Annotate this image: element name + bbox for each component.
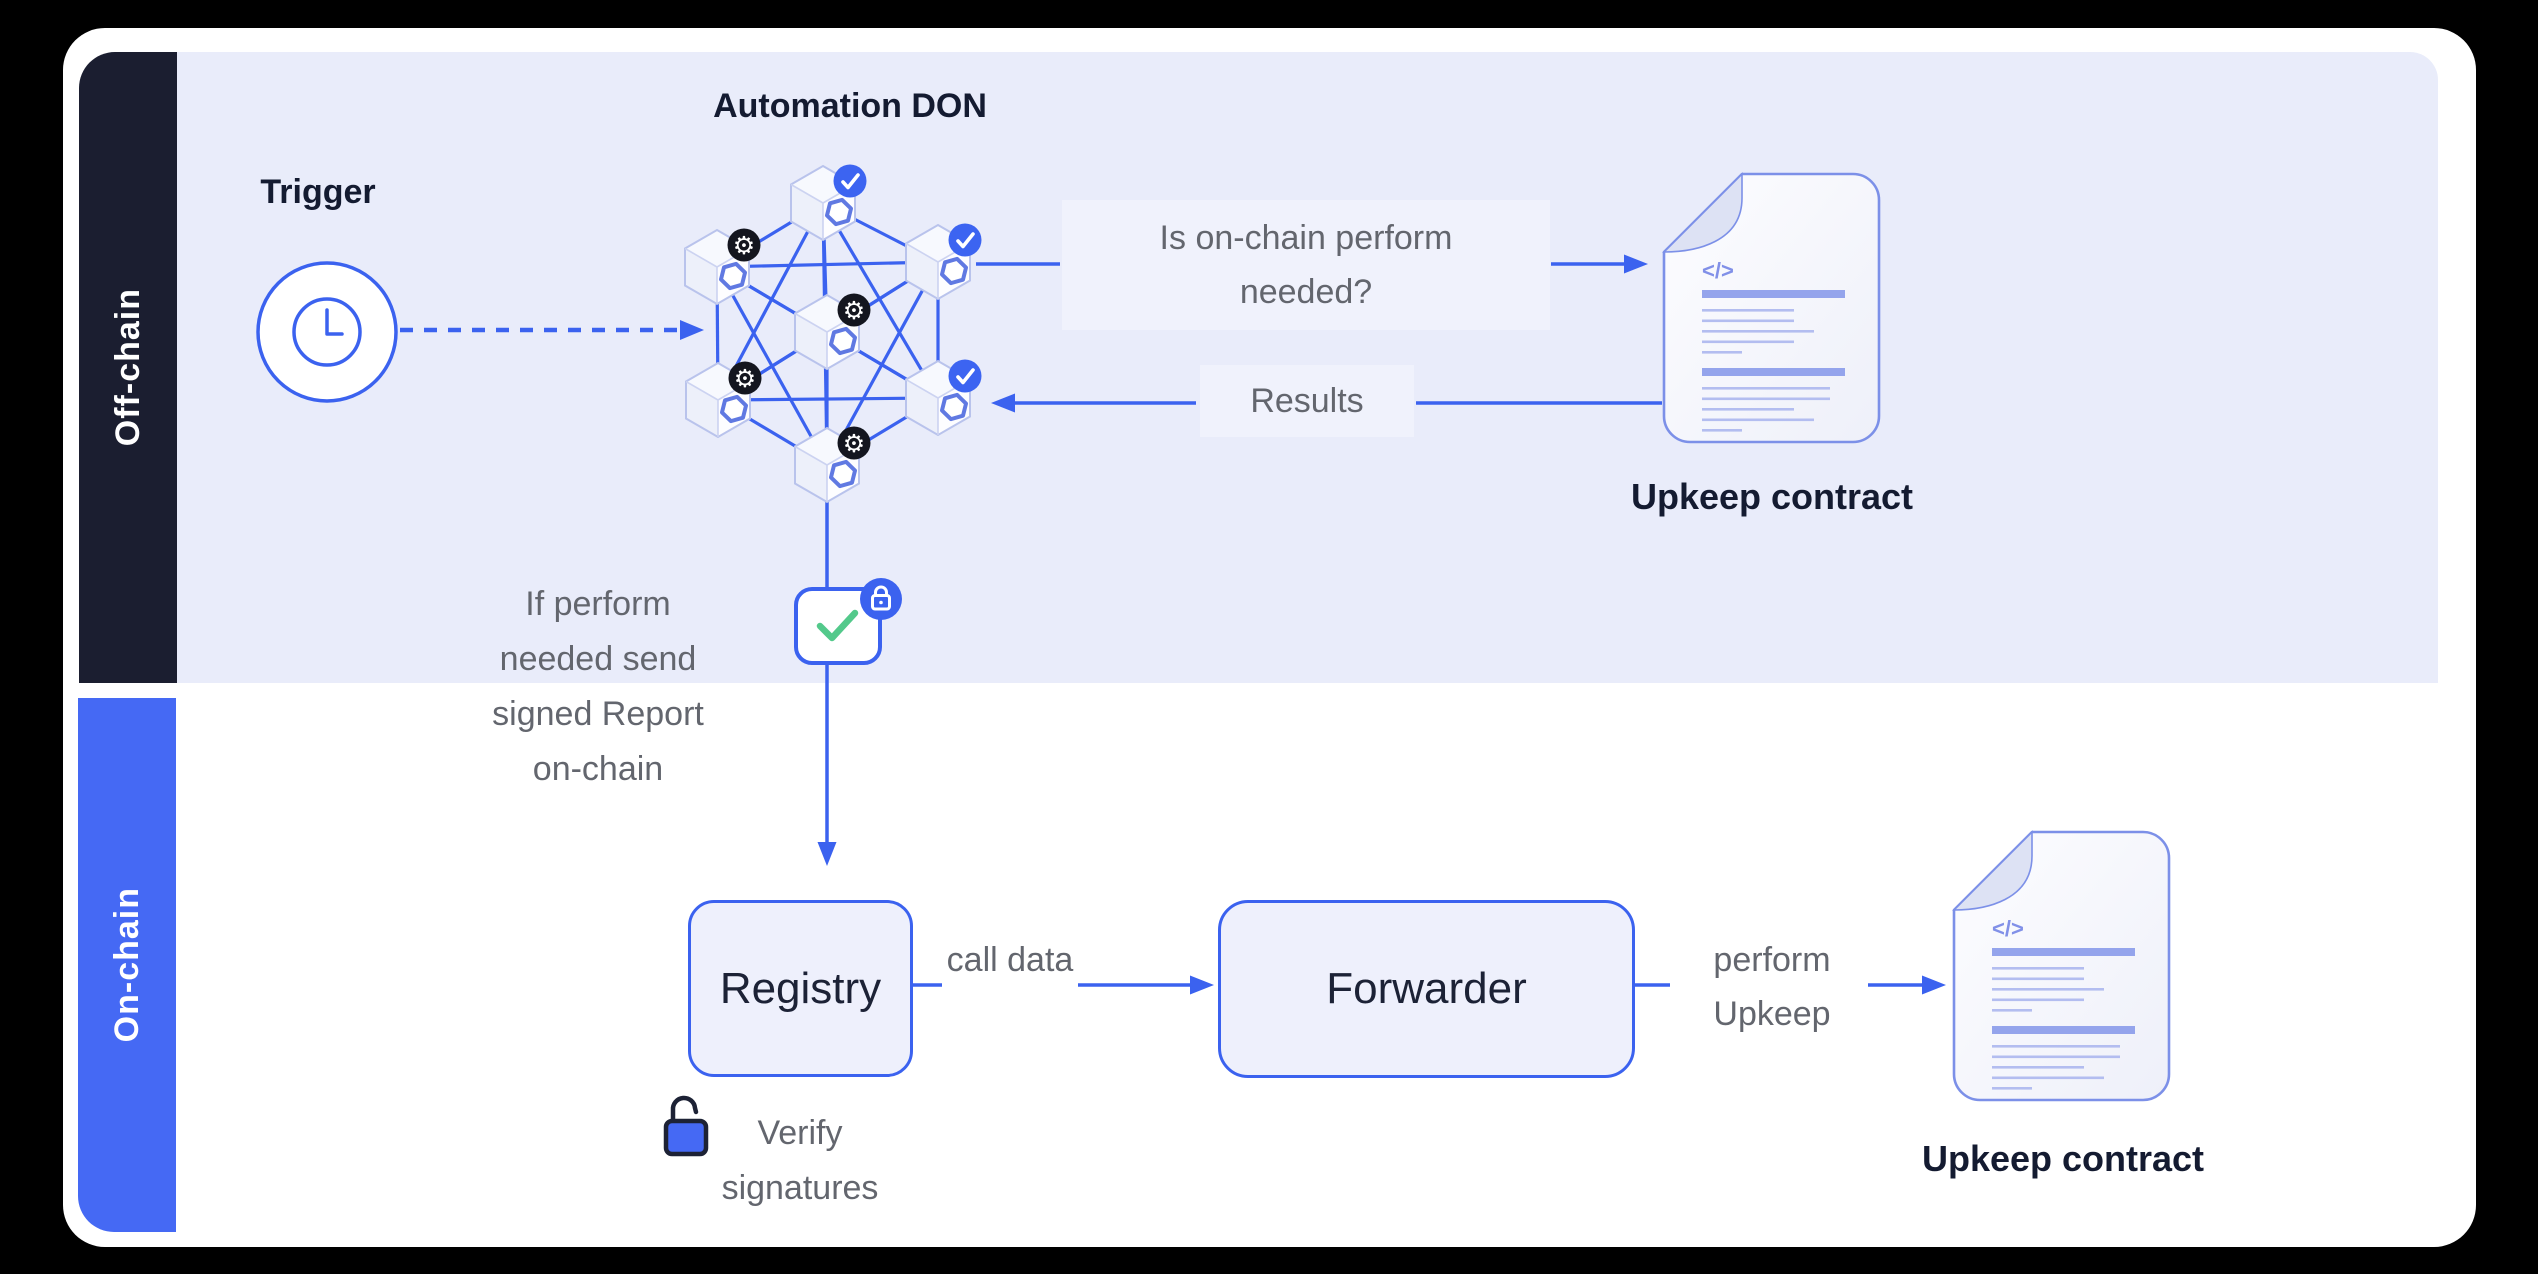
unlocked-padlock-icon [663, 1095, 709, 1157]
code-glyph: </> [1992, 916, 2024, 941]
on-chain-strip: On-chain [78, 698, 176, 1232]
check-badge-icon [948, 223, 982, 257]
upkeep-contract-bottom-title: Upkeep contract [1921, 1138, 2205, 1179]
registry-arrowhead [817, 842, 837, 866]
don-node [905, 359, 982, 437]
don-node: ⚙ [685, 361, 762, 439]
registry-box: Registry [688, 900, 913, 1077]
results-text: Results [1250, 382, 1364, 420]
code-document-icon: </> [1662, 172, 1881, 444]
report-note: If perform needed send signed Report on-… [492, 585, 704, 788]
don-node [905, 223, 982, 301]
question-note: Is on-chain perform needed? [1062, 200, 1550, 330]
don-node: ⚙ [794, 426, 871, 504]
code-glyph: </> [1702, 258, 1734, 283]
don-node [790, 164, 867, 242]
don-title: Automation DON [713, 87, 987, 125]
trigger-title: Trigger [260, 173, 376, 211]
chainlink-hexagon-icon [939, 392, 969, 422]
chainlink-hexagon-icon [939, 256, 969, 286]
chainlink-hexagon-icon [719, 394, 749, 424]
question-arrowhead [1624, 254, 1648, 274]
registry-label: Registry [719, 963, 882, 1013]
chainlink-hexagon-icon [824, 197, 854, 227]
chainlink-hexagon-icon [828, 459, 858, 489]
perform-arrowhead [1922, 975, 1946, 995]
off-chain-strip: Off-chain [79, 52, 177, 683]
results-note: Results [1200, 365, 1414, 437]
don-node: ⚙ [794, 293, 871, 371]
upkeep-contract-top-title: Upkeep contract [1630, 476, 1914, 517]
verify-signatures-note: Verify signatures [721, 1114, 879, 1207]
gear-badge-icon: ⚙ [837, 426, 871, 460]
forwarder-arrowhead [1190, 975, 1214, 995]
forwarder-box: Forwarder [1218, 900, 1635, 1078]
clock-icon [256, 261, 398, 403]
forwarder-label: Forwarder [1326, 964, 1527, 1013]
don-node: ⚙ [684, 228, 761, 306]
gear-badge-icon: ⚙ [727, 228, 761, 262]
perform-upkeep-note: perform Upkeep [1713, 941, 1831, 1033]
results-arrowhead [991, 393, 1015, 413]
question-text: Is on-chain perform needed? [1159, 219, 1453, 311]
chainlink-hexagon-icon [828, 326, 858, 356]
gear-badge-icon: ⚙ [728, 361, 762, 395]
signed-report-check-icon [794, 578, 902, 665]
trigger-arrowhead [680, 320, 704, 340]
chainlink-hexagon-icon [718, 261, 748, 291]
svg-text:⚙: ⚙ [843, 429, 865, 458]
lock-badge-icon [860, 578, 902, 620]
svg-text:⚙: ⚙ [733, 231, 755, 260]
code-document-icon: </> [1952, 830, 2171, 1102]
call-data-note: call data [946, 941, 1074, 979]
check-badge-icon [948, 359, 982, 393]
svg-text:⚙: ⚙ [843, 296, 865, 325]
check-badge-icon [833, 164, 867, 198]
automation-don-network: ⚙ ⚙ ⚙ ⚙ [684, 164, 982, 504]
gear-badge-icon: ⚙ [837, 293, 871, 327]
svg-text:⚙: ⚙ [734, 364, 756, 393]
